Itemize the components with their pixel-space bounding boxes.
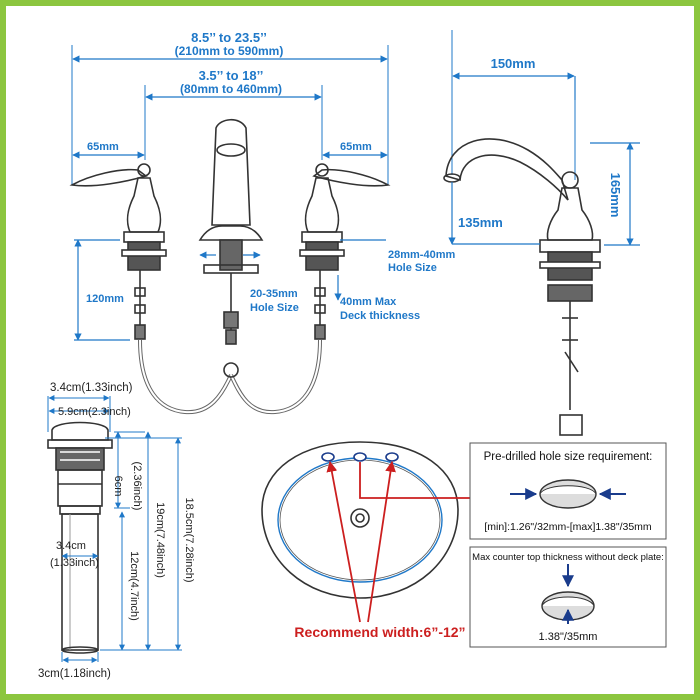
counter-thickness-value: 1.38"/35mm: [539, 631, 598, 643]
overall-width-label: 8.5’’ to 23.5’’: [191, 30, 267, 45]
drain-bottom-dia-label: 3cm(1.18inch): [38, 668, 111, 680]
spout-reach-label: 150mm: [491, 56, 536, 71]
hole-requirement-title: Pre-drilled hole size requirement:: [484, 451, 653, 463]
left-handle-label: 65mm: [87, 141, 119, 153]
drain-top-dia-label: 3.4cm(1.33inch): [50, 382, 133, 394]
recommend-width-pointers: [326, 460, 470, 623]
center-width-mm-label: (80mm to 460mm): [180, 82, 282, 96]
drain-total-height-2-label: 18.5cm(7.28inch): [183, 498, 195, 583]
drain-pipe-dia-label: 3.4cm: [56, 540, 86, 552]
center-hole-label-2: Hole Size: [250, 302, 299, 314]
counter-thickness-title: Max counter top thickness without deck p…: [472, 552, 664, 563]
spout-base-label: 135mm: [458, 215, 503, 230]
counter-thickness-box: [469, 546, 667, 648]
drain-pipe-dia-inch-label: (1.33inch): [50, 557, 99, 569]
pop-up-drain-drawing: [47, 421, 113, 654]
spout-side-view: [443, 30, 601, 436]
deck-label-2: Deck thickness: [340, 310, 420, 322]
shank-length-label: 120mm: [86, 293, 124, 305]
overall-width-mm-label: (210mm to 590mm): [175, 44, 284, 58]
drain-body-height-label: 6cm: [112, 476, 124, 497]
right-handle-label: 65mm: [340, 141, 372, 153]
recommend-width-label: Recommend width:6”-12”: [294, 624, 465, 640]
deck-label-1: 40mm Max: [340, 296, 397, 308]
drain-total-height-1-label: 19cm(7.48inch): [154, 502, 166, 578]
hole-requirement-value: [min]:1.26"/32mm-[max]1.38"/35mm: [484, 521, 652, 533]
center-width-label: 3.5’’ to 18’’: [199, 68, 264, 83]
spout-dimension-lines: [448, 72, 640, 246]
drain-flange-dia-label: 5.9cm(2.3inch): [58, 406, 131, 418]
drain-dimension-lines: [47, 395, 182, 663]
drain-body-height-inch-label: (2.36inch): [131, 462, 143, 511]
spout-height-label: 165mm: [608, 173, 623, 218]
side-hole-label-2: Hole Size: [388, 262, 437, 274]
hole-size-box: [469, 442, 667, 540]
widespread-faucet-drawing: [69, 45, 391, 415]
center-hole-label-1: 20-35mm: [250, 288, 298, 300]
sink-top-view: [261, 441, 459, 599]
drain-pipe-height-label: 12cm(4.7inch): [128, 551, 140, 621]
side-hole-label-1: 28mm-40mm: [388, 249, 455, 261]
faucet-dimension-lines: [72, 55, 388, 341]
